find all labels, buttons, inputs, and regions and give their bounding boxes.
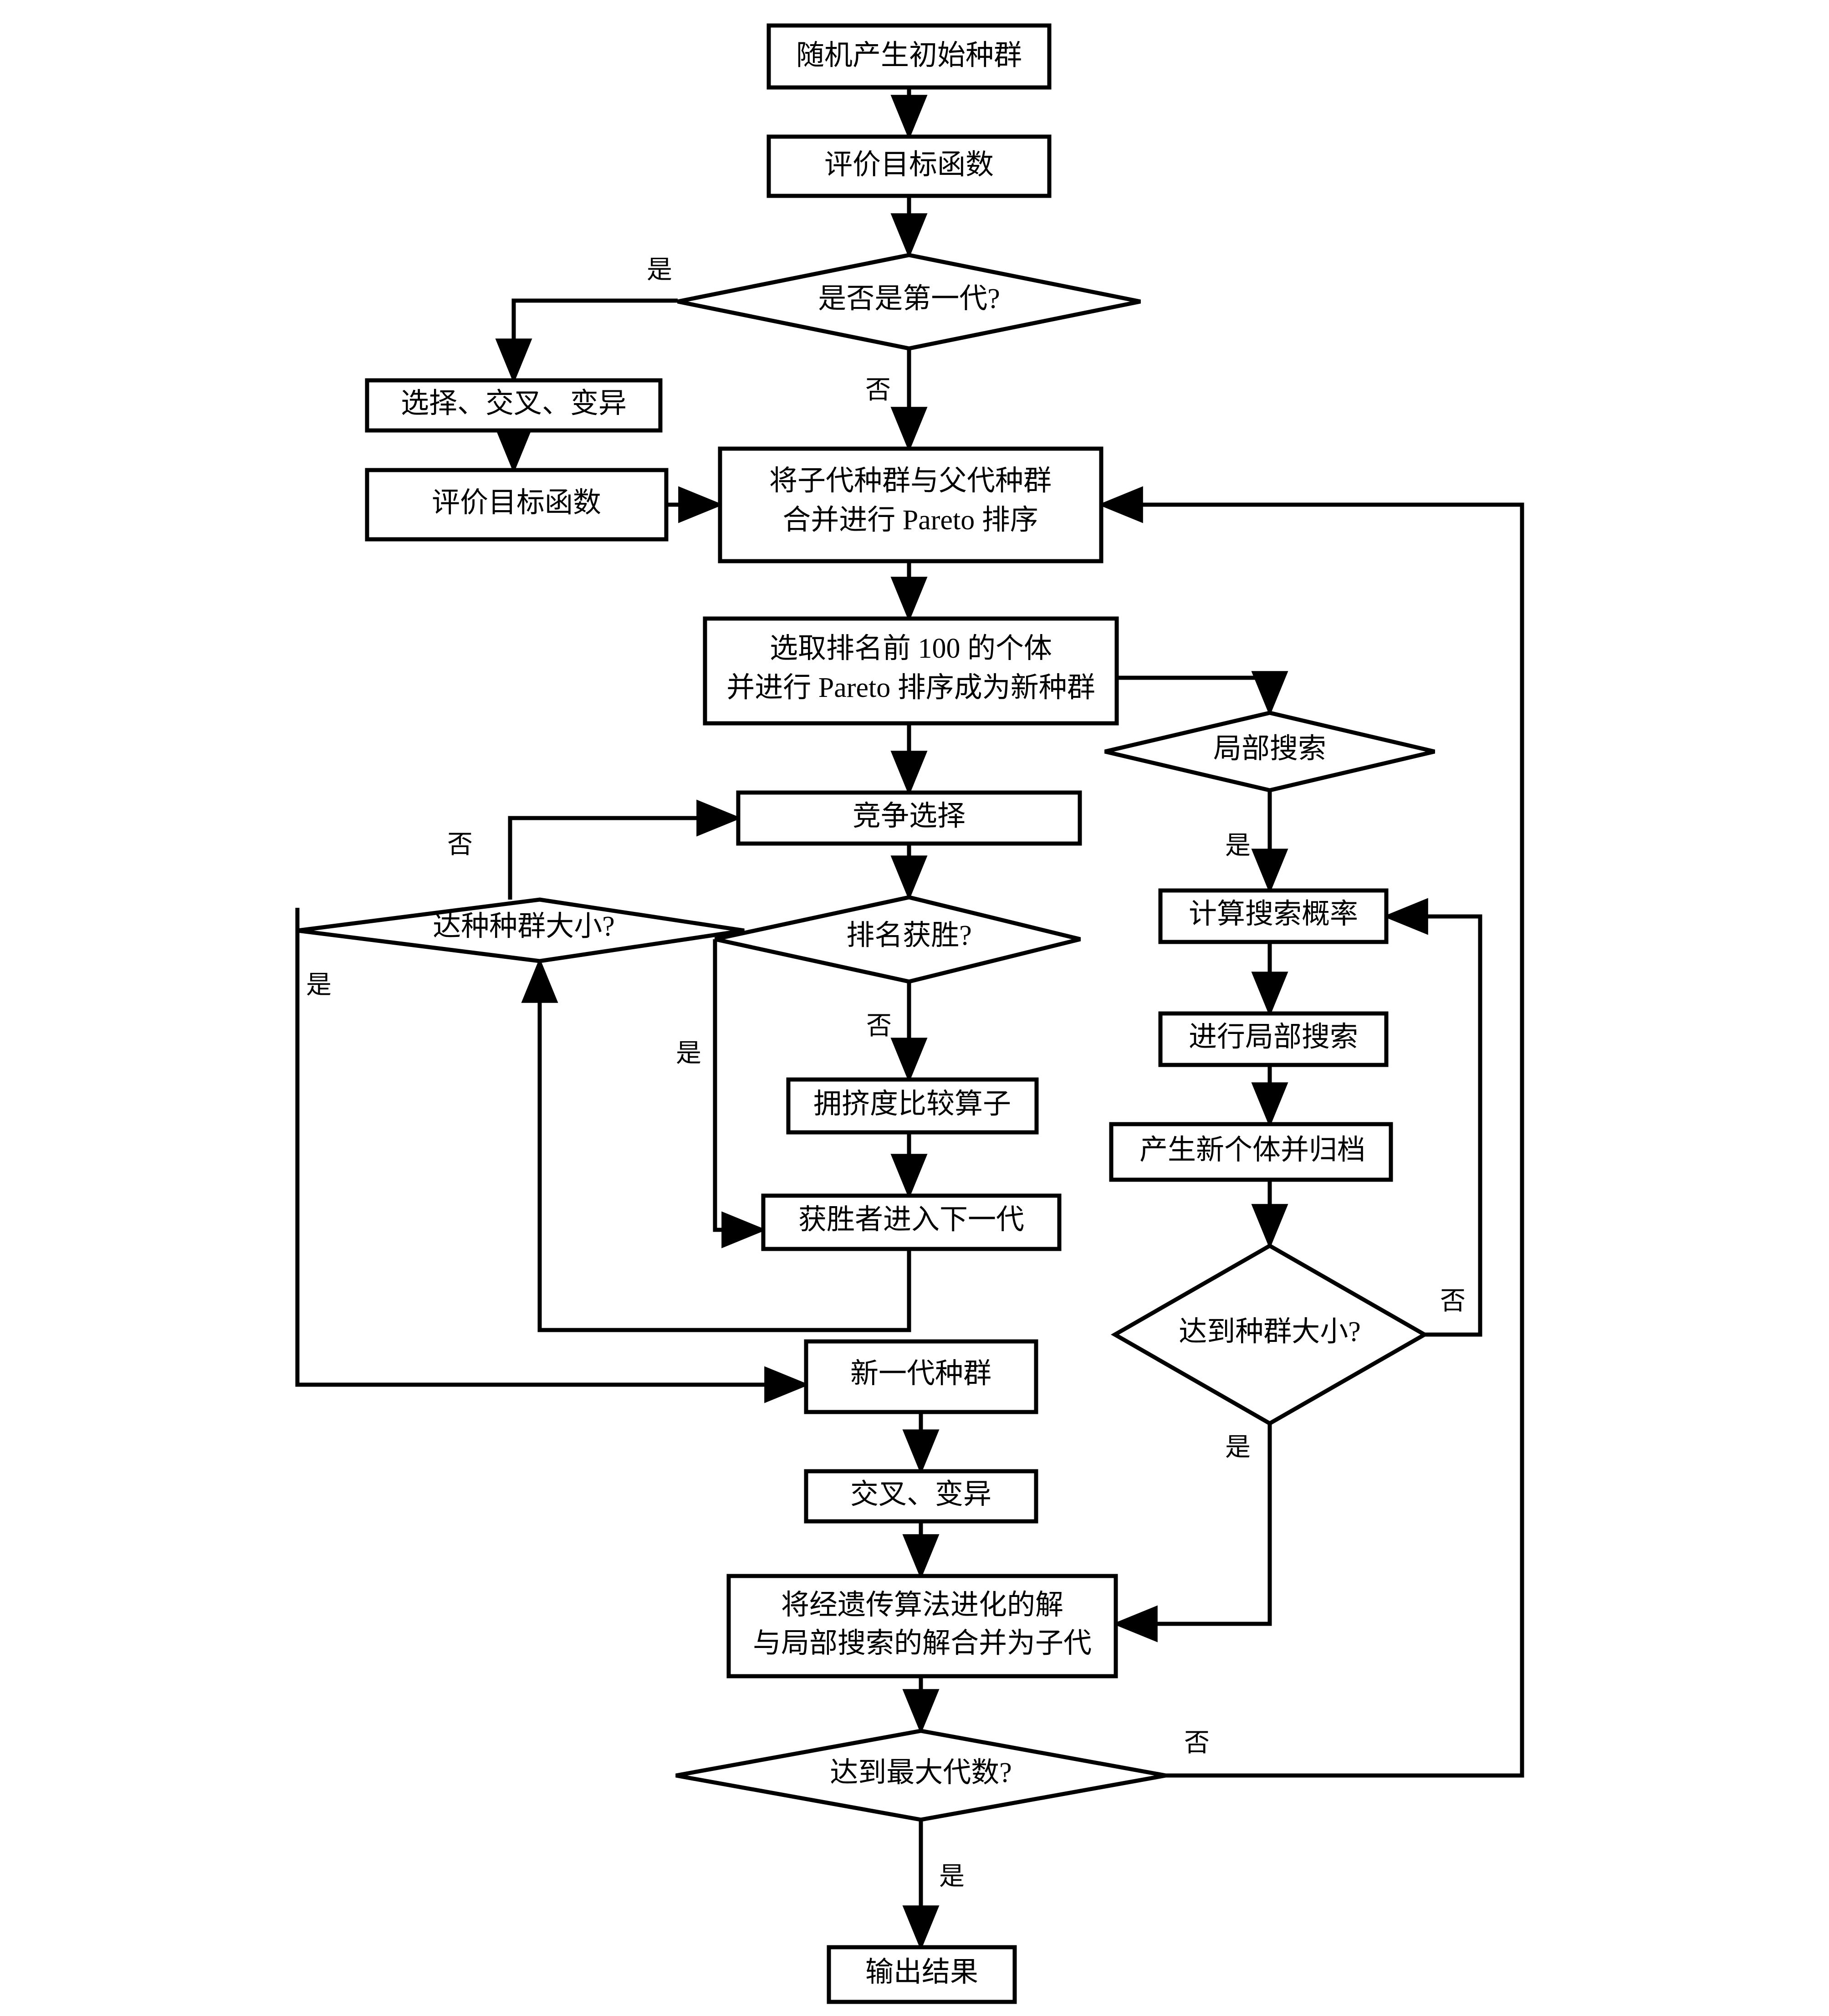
node-evaluate-objective-1[interactable]: 评价目标函数 — [766, 134, 1052, 198]
edge-n9-n8 — [508, 799, 742, 900]
edge-n9-n13 — [295, 908, 810, 1403]
node-label-line1: 将经遗传算法进化的解 — [781, 1590, 1063, 1621]
edge-label-no-max-gen: 否 — [1184, 1729, 1210, 1757]
node-label: 竞争选择 — [853, 801, 966, 832]
node-label: 评价目标函数 — [824, 149, 994, 180]
edge-label-yes-pop-size: 是 — [306, 971, 332, 999]
node-label: 拥挤度比较算子 — [813, 1089, 1011, 1120]
node-label: 获胜者进入下一代 — [798, 1204, 1024, 1235]
node-label: 选择、交叉、变异 — [401, 388, 627, 419]
node-reached-population-size-left[interactable]: 达种种群大小? — [297, 897, 745, 963]
node-winner-to-next-generation[interactable]: 获胜者进入下一代 — [761, 1193, 1062, 1251]
edge-label-yes-local-search: 是 — [1225, 832, 1251, 860]
node-label: 随机产生初始种群 — [796, 40, 1022, 71]
node-label: 评价目标函数 — [432, 487, 601, 518]
node-label-line2: 并进行 Pareto 排序成为新种群 — [726, 672, 1095, 703]
node-label-line1: 将子代种群与父代种群 — [769, 466, 1052, 496]
node-crowding-distance-operator[interactable]: 拥挤度比较算子 — [786, 1077, 1039, 1135]
edge-label-yes-rank-wins: 是 — [676, 1039, 701, 1068]
node-evaluate-objective-2[interactable]: 评价目标函数 — [365, 468, 669, 542]
edge-label-yes-max-gen: 是 — [939, 1862, 965, 1891]
edge-n22-n19 — [1383, 898, 1482, 1337]
node-select-top-100-pareto[interactable]: 选取排名前 100 的个体 并进行 Pareto 排序成为新种群 — [703, 616, 1119, 726]
node-label: 计算搜索概率 — [1189, 899, 1358, 930]
edge-n3-n4 — [495, 298, 678, 384]
node-random-init-population[interactable]: 随机产生初始种群 — [766, 23, 1052, 90]
edge-label-yes-first-gen: 是 — [647, 256, 672, 284]
node-label: 局部搜索 — [1213, 733, 1326, 764]
node-label-line1: 选取排名前 100 的个体 — [770, 633, 1052, 664]
node-label: 排名获胜? — [846, 920, 972, 951]
node-tournament-selection[interactable]: 竞争选择 — [736, 790, 1082, 846]
node-reached-max-generations[interactable]: 达到最大代数? — [675, 1729, 1166, 1822]
edge-label-yes-pop-size-right: 是 — [1225, 1433, 1251, 1462]
edge-n10-n12 — [713, 939, 767, 1248]
node-label: 达到最大代数? — [830, 1757, 1012, 1788]
node-select-crossover-mutate[interactable]: 选择、交叉、变异 — [365, 378, 663, 433]
node-label: 产生新个体并归档 — [1139, 1135, 1365, 1166]
node-label: 是否是第一代? — [818, 283, 1000, 314]
node-label: 新一代种群 — [850, 1358, 991, 1389]
edge-n12-n9 — [521, 957, 911, 1332]
node-label: 交叉、变异 — [850, 1479, 991, 1510]
edge-n22-n15 — [1112, 1423, 1272, 1642]
node-merge-parent-offspring-pareto[interactable]: 将子代种群与父代种群 合并进行 Pareto 排序 — [718, 446, 1104, 563]
edge-label-no-pop-size: 否 — [447, 831, 473, 859]
edge-label-no-rank-wins: 否 — [866, 1012, 892, 1040]
edge-n7-n18 — [1117, 671, 1288, 716]
node-rank-wins[interactable]: 排名获胜? — [715, 895, 1081, 984]
edge-label-no-first-gen: 否 — [865, 376, 891, 404]
node-label: 输出结果 — [865, 1957, 978, 1988]
node-label: 进行局部搜索 — [1189, 1022, 1358, 1053]
node-is-first-generation[interactable]: 是否是第一代? — [677, 253, 1141, 351]
node-output-result[interactable]: 输出结果 — [827, 1945, 1017, 2004]
edge-label-no-pop-size-right: 否 — [1440, 1287, 1466, 1315]
node-label-line2: 合并进行 Pareto 排序 — [782, 505, 1038, 536]
node-new-generation-population[interactable]: 新一代种群 — [804, 1339, 1038, 1414]
node-label: 达到种群大小? — [1179, 1316, 1361, 1347]
node-crossover-mutation[interactable]: 交叉、变异 — [804, 1469, 1038, 1524]
node-label: 达种种群大小? — [433, 911, 615, 942]
node-local-search-decision[interactable]: 局部搜索 — [1104, 711, 1436, 793]
node-compute-search-probability[interactable]: 计算搜索概率 — [1158, 888, 1389, 944]
node-perform-local-search[interactable]: 进行局部搜索 — [1158, 1011, 1389, 1067]
node-label-line2: 与局部搜索的解合并为子代 — [753, 1628, 1092, 1659]
node-reached-population-size-right[interactable]: 达到种群大小? — [1110, 1243, 1429, 1426]
node-merge-ga-and-local-search[interactable]: 将经遗传算法进化的解 与局部搜索的解合并为子代 — [726, 1574, 1118, 1678]
node-generate-and-archive[interactable]: 产生新个体并归档 — [1109, 1122, 1393, 1182]
edge-n16-n6 — [1098, 486, 1524, 1778]
